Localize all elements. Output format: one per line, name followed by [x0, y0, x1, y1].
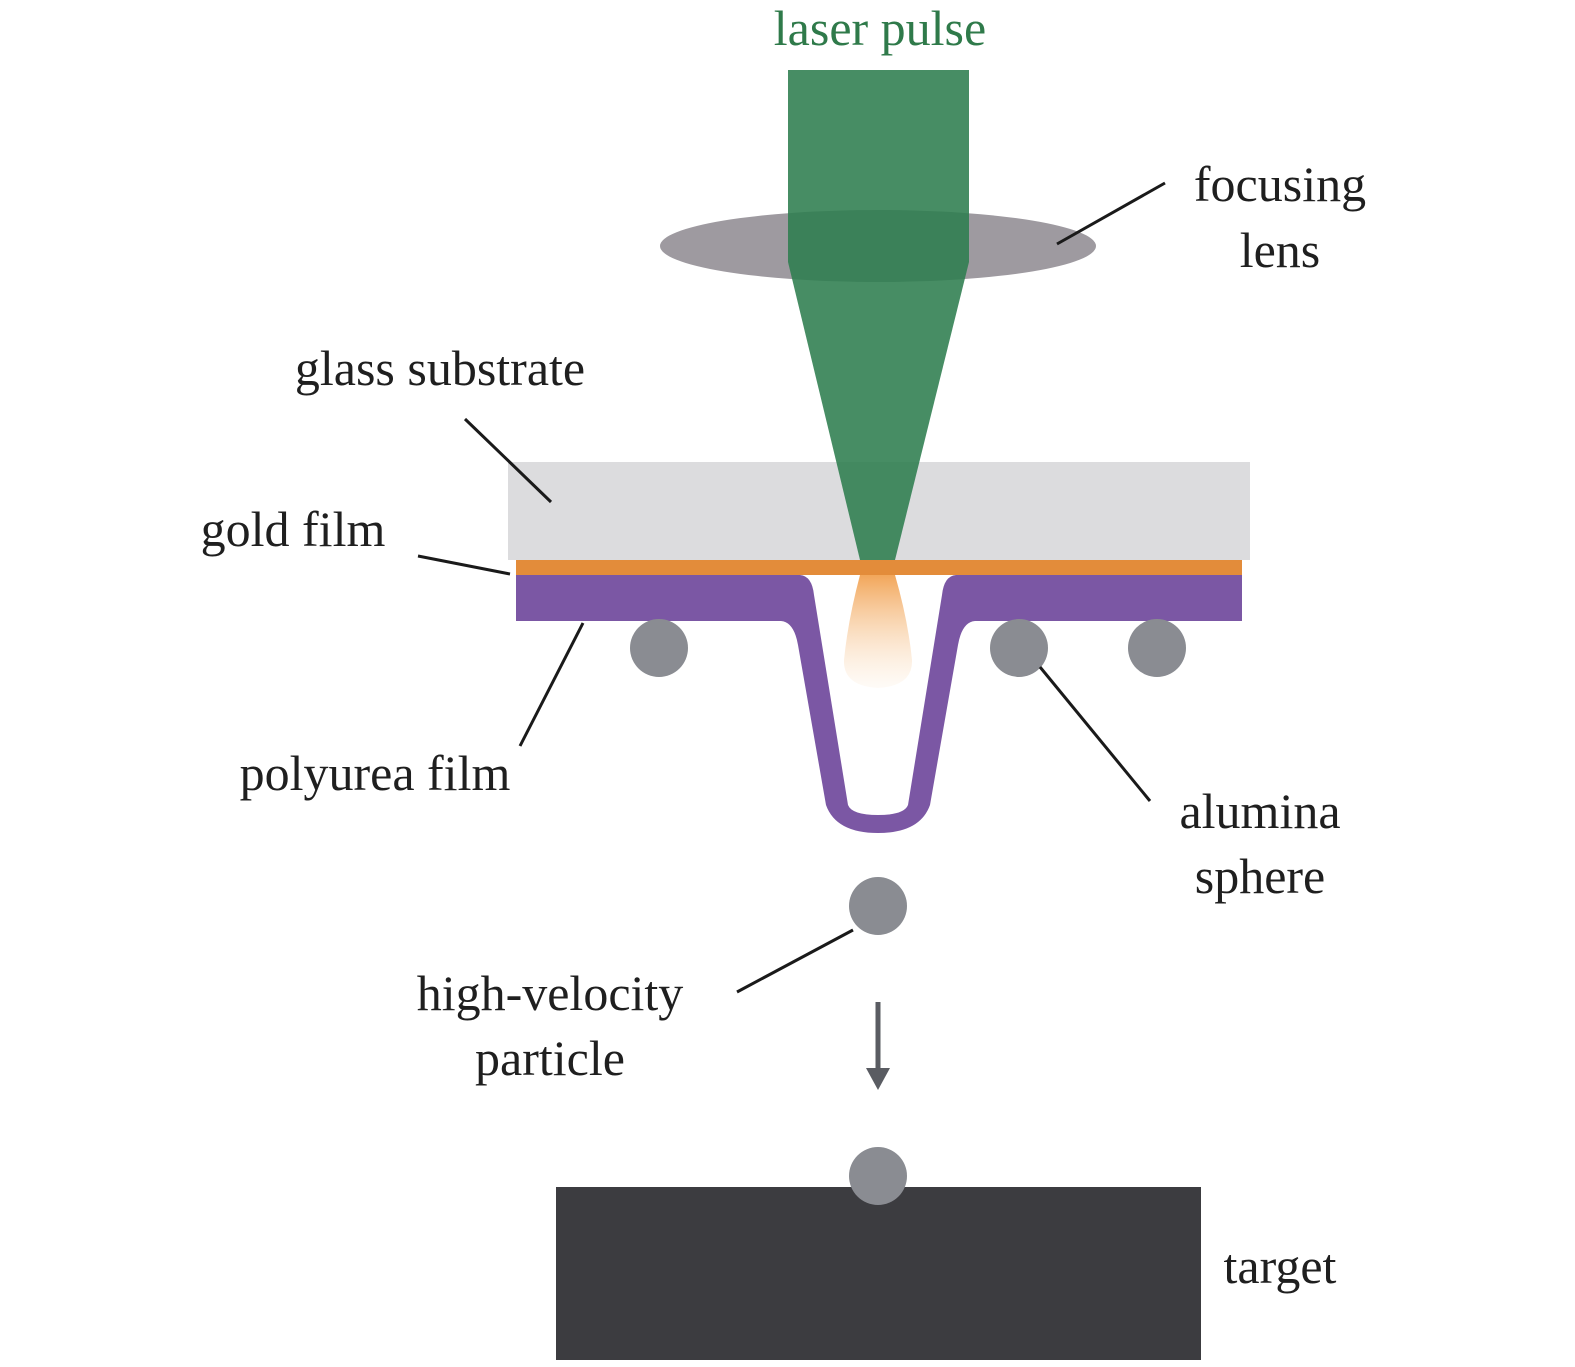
laser-beam [788, 70, 969, 560]
alumina-sphere-label-line1: alumina [1179, 783, 1340, 839]
high-velocity-particle-leader [736, 928, 854, 994]
high-velocity-particle-label-line2: particle [475, 1030, 625, 1086]
alumina-sphere [630, 619, 688, 677]
polyurea-film [516, 575, 1242, 833]
motion-arrow-head [866, 1068, 890, 1090]
target-label: target [1224, 1238, 1337, 1294]
alumina-sphere [1128, 619, 1186, 677]
high-velocity-particle-label-line1: high-velocity [417, 965, 684, 1021]
impacted-particle [849, 1147, 907, 1205]
focusing-lens-label-line1: focusing [1194, 156, 1366, 212]
laser-pulse-label: laser pulse [774, 0, 986, 56]
alumina-sphere-leader [1038, 666, 1152, 802]
focusing-lens-label-line2: lens [1240, 222, 1321, 278]
alumina-sphere-label-line2: sphere [1195, 848, 1326, 904]
polyurea-film-leader [518, 622, 585, 747]
target-block [556, 1187, 1201, 1360]
alumina-sphere [990, 619, 1048, 677]
focusing-lens-leader [1056, 181, 1166, 246]
ablation-plume [843, 575, 913, 688]
gold-film-label: gold film [201, 501, 386, 557]
polyurea-film-label: polyurea film [240, 745, 511, 801]
glass-substrate-label: glass substrate [295, 340, 585, 396]
glass-substrate-leader [463, 417, 553, 504]
gold-film [516, 560, 1242, 575]
gold-film-leader [417, 554, 511, 576]
high-velocity-particle [849, 877, 907, 935]
